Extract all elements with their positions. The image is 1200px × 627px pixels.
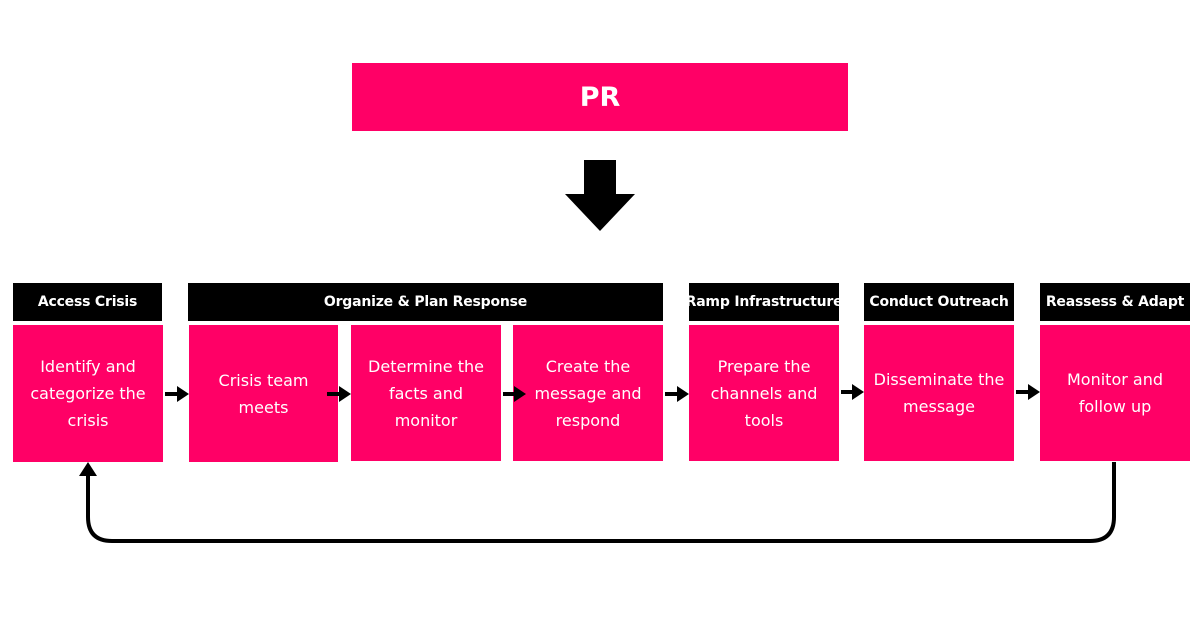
right-arrow-icon: [665, 386, 689, 402]
right-arrow-icon: [1016, 384, 1040, 400]
phase-header-access-crisis: Access Crisis: [13, 283, 162, 321]
return-loop-arrow-icon: [79, 462, 1116, 543]
step-crisis-team-meets: Crisis team meets: [189, 325, 338, 462]
phase-header-conduct-outreach: Conduct Outreach: [864, 283, 1014, 321]
step-prepare-channels: Prepare the channels and tools: [689, 325, 839, 461]
phase-header-organize-plan-response: Organize & Plan Response: [188, 283, 663, 321]
step-determine-facts: Determine the facts and monitor: [351, 325, 501, 461]
phase-header-ramp-infrastructure: Ramp Infrastructure: [686, 283, 843, 321]
step-monitor-follow-up: Monitor and follow up: [1040, 325, 1190, 461]
step-disseminate-message: Disseminate the message: [864, 325, 1014, 461]
step-create-message: Create the message and respond: [513, 325, 663, 461]
right-arrow-icon: [165, 386, 189, 402]
down-arrow-icon: [565, 160, 635, 231]
right-arrow-icon: [841, 384, 864, 400]
pr-box: PR: [352, 63, 848, 131]
step-identify-categorize: Identify and categorize the crisis: [13, 325, 163, 462]
phase-header-reassess-adapt: Reassess & Adapt: [1040, 283, 1190, 321]
